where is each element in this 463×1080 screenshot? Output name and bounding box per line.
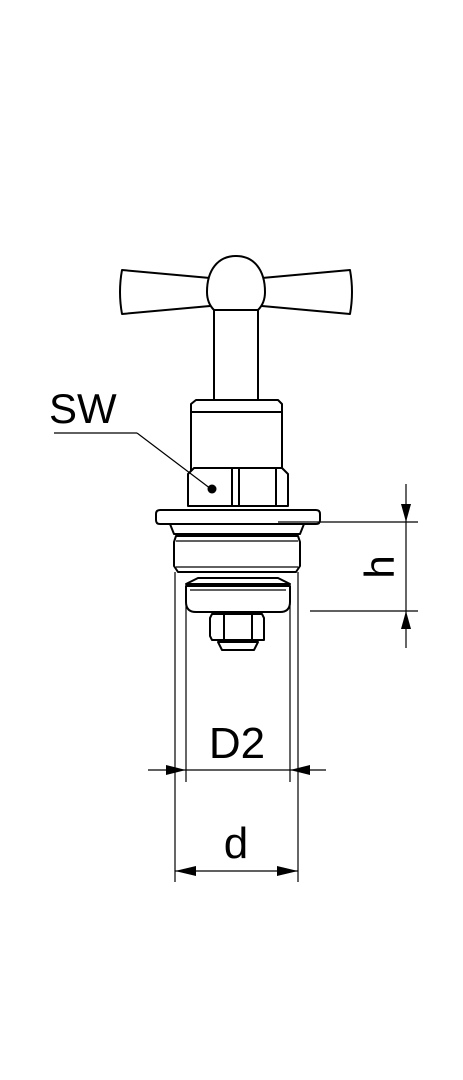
dimension-h (278, 484, 418, 648)
threaded-body (173, 535, 301, 573)
h-label: h (356, 555, 403, 578)
valve-disk (185, 577, 291, 613)
handle-right-arm (261, 269, 353, 315)
bottom-nut (209, 613, 265, 651)
sw-reference-dot (207, 484, 217, 494)
dimension-d2 (148, 604, 326, 782)
t-handle (119, 255, 353, 315)
sw-leader (54, 432, 212, 490)
sw-label: SW (49, 385, 117, 432)
d2-label: D2 (209, 719, 265, 768)
d-label: d (224, 819, 248, 868)
handle-left-arm (119, 269, 211, 315)
spindle (213, 309, 259, 403)
dimension-d (174, 572, 299, 882)
sw-hex-nut (187, 467, 289, 507)
handle-hub (206, 255, 266, 311)
upper-body (190, 399, 283, 473)
flange (155, 509, 321, 535)
